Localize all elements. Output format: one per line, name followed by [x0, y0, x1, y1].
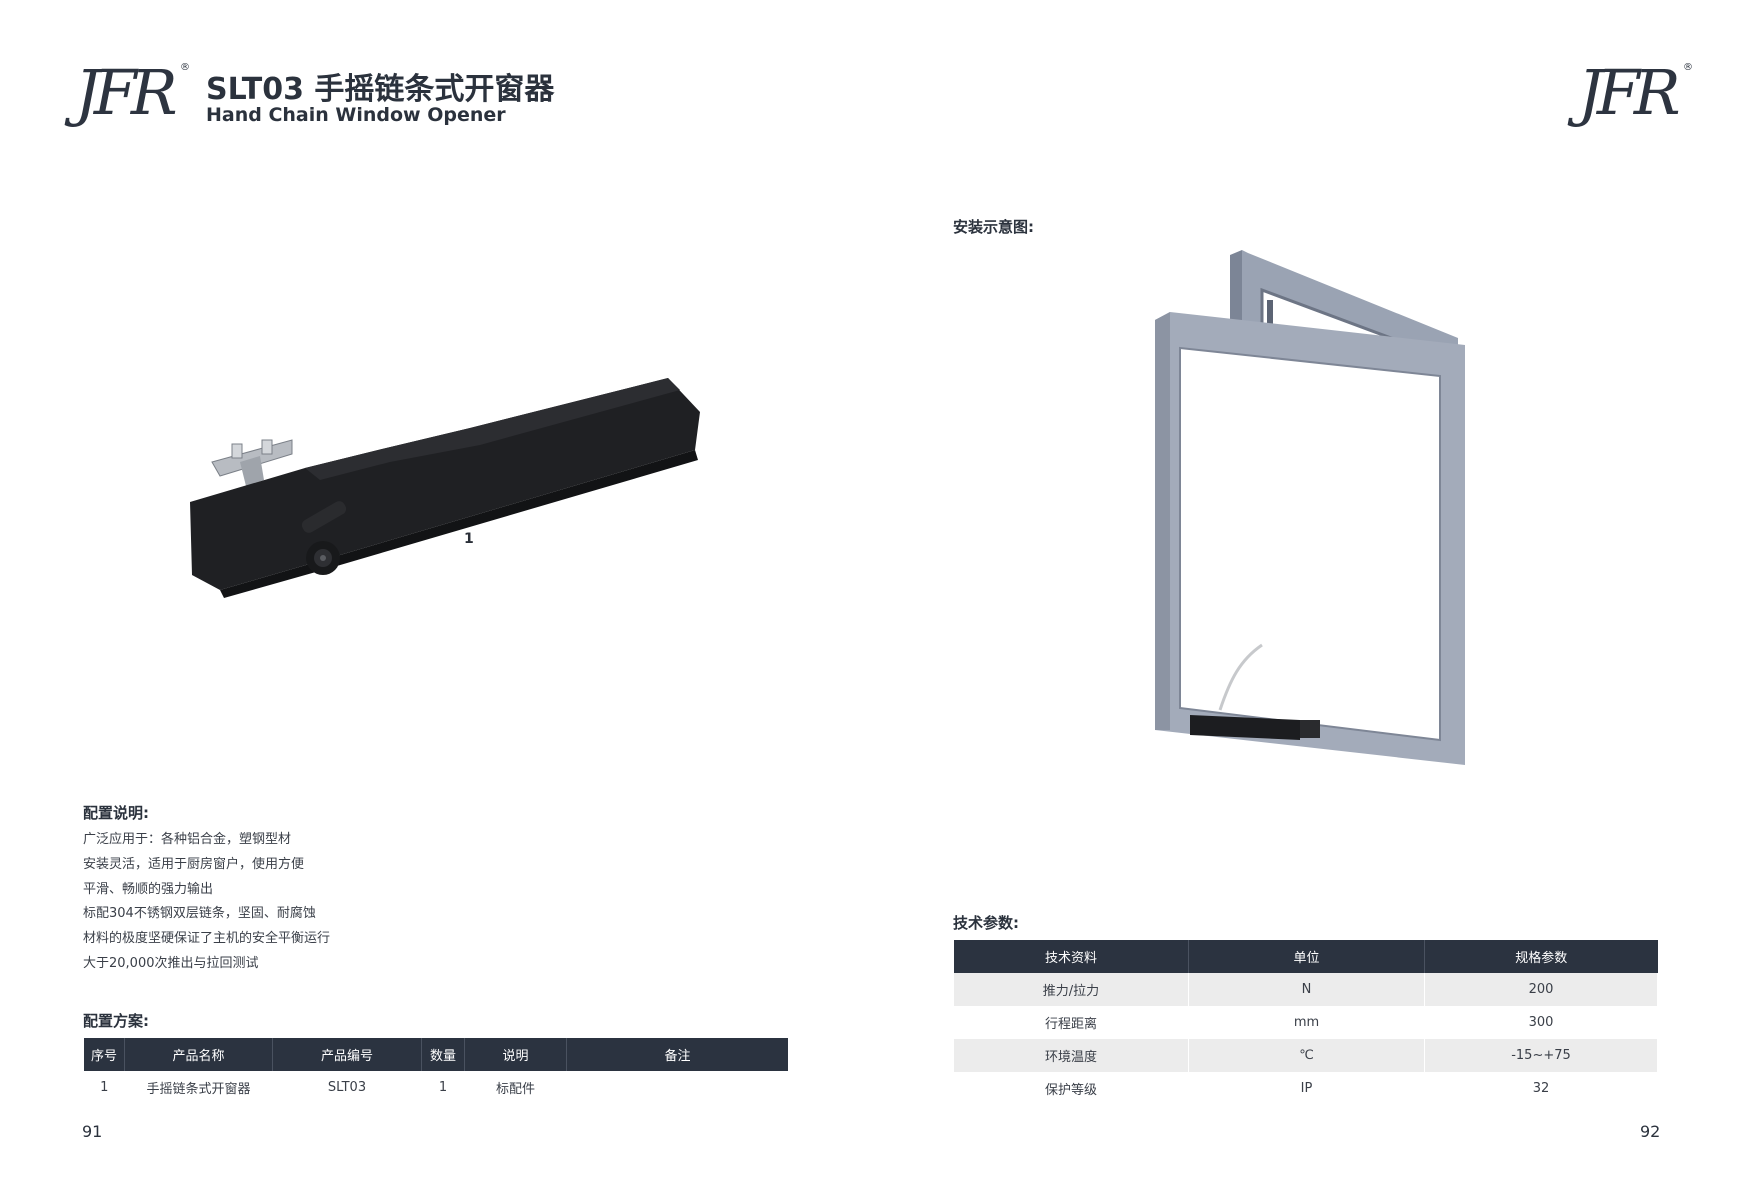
- table-row: 1 手摇链条式开窗器 SLT03 1 标配件: [84, 1071, 788, 1104]
- table-cell: 行程距离: [954, 1006, 1189, 1039]
- description-item: 平滑、畅顺的强力输出: [83, 882, 214, 897]
- column-header: 单位: [1188, 940, 1425, 973]
- table-cell: 32: [1424, 1072, 1658, 1105]
- page-number-right: 92: [1640, 1122, 1661, 1141]
- logo-text: JFR: [75, 56, 178, 129]
- opener-body: [190, 378, 700, 598]
- table-cell: [567, 1071, 789, 1104]
- table-cell: 保护等级: [954, 1072, 1189, 1105]
- column-header: 序号: [84, 1038, 125, 1071]
- window-frame: [1155, 312, 1465, 765]
- mounting-bracket: [211, 439, 293, 486]
- table-header-row: 技术资料 单位 规格参数: [954, 940, 1658, 973]
- table-cell: 手摇链条式开窗器: [146, 1082, 251, 1097]
- brand-logo-left: JFR ®: [75, 62, 190, 124]
- description-item: 大于20,000次推出与拉回测试: [83, 956, 259, 971]
- opener-chain: [1218, 643, 1263, 711]
- table-cell: 标配件: [495, 1082, 535, 1097]
- description-item: 广泛应用于：各种铝合金，塑钢型材: [83, 832, 292, 847]
- config-heading: 配置方案:: [83, 1012, 149, 1030]
- logo-text: JFR: [1578, 56, 1681, 129]
- table-header-row: 序号 产品名称 产品编号 数量 说明 备注: [84, 1038, 788, 1071]
- table-cell: mm: [1188, 1006, 1425, 1039]
- specs-table: 技术资料 单位 规格参数 推力/拉力 N 200 行程距离 mm 300 环境温…: [954, 940, 1658, 1105]
- table-cell: ℃: [1188, 1039, 1425, 1072]
- table-cell: 环境温度: [954, 1039, 1189, 1072]
- crank-handle: [301, 501, 347, 575]
- registered-mark: ®: [1683, 62, 1693, 73]
- column-header: 产品名称: [124, 1038, 273, 1071]
- table-cell: 1: [438, 1080, 448, 1095]
- page-subtitle: Hand Chain Window Opener: [206, 104, 506, 126]
- table-row: 环境温度 ℃ -15~+75: [954, 1039, 1658, 1072]
- table-cell: 300: [1424, 1006, 1658, 1039]
- table-cell: -15~+75: [1424, 1039, 1658, 1072]
- install-heading: 安装示意图:: [953, 218, 1034, 236]
- description-item: 材料的极度坚硬保证了主机的安全平衡运行: [83, 931, 331, 946]
- column-header: 技术资料: [954, 940, 1189, 973]
- product-image: [190, 378, 700, 598]
- table-cell: 200: [1424, 973, 1658, 1006]
- table-cell: 推力/拉力: [954, 973, 1189, 1006]
- table-row: 推力/拉力 N 200: [954, 973, 1658, 1006]
- brand-logo-right: JFR ®: [1578, 62, 1693, 124]
- column-header: 备注: [566, 1038, 788, 1071]
- mounted-opener: [1190, 715, 1320, 740]
- column-header: 产品编号: [272, 1038, 422, 1071]
- table-cell: 1: [100, 1080, 109, 1095]
- description-heading: 配置说明:: [83, 804, 149, 822]
- table-row: 保护等级 IP 32: [954, 1072, 1658, 1105]
- column-header: 数量: [421, 1038, 465, 1071]
- config-table: 序号 产品名称 产品编号 数量 说明 备注 1 手摇链条式开窗器 SLT03 1…: [84, 1038, 788, 1104]
- description-item: 安装灵活，适用于厨房窗户，使用方便: [83, 857, 305, 872]
- table-cell: SLT03: [327, 1080, 367, 1095]
- table-cell: N: [1188, 973, 1425, 1006]
- registered-mark: ®: [180, 62, 190, 73]
- page-number-left: 91: [82, 1122, 103, 1141]
- page-title: SLT03 手摇链条式开窗器: [206, 72, 555, 107]
- column-header: 说明: [464, 1038, 567, 1071]
- specs-heading: 技术参数:: [953, 914, 1019, 932]
- description-item: 标配304不锈钢双层链条，坚固、耐腐蚀: [83, 906, 316, 921]
- product-number-label: 1: [464, 531, 474, 547]
- table-cell: IP: [1188, 1072, 1425, 1105]
- column-header: 规格参数: [1424, 940, 1658, 973]
- table-row: 行程距离 mm 300: [954, 1006, 1658, 1039]
- install-diagram: [1155, 250, 1465, 765]
